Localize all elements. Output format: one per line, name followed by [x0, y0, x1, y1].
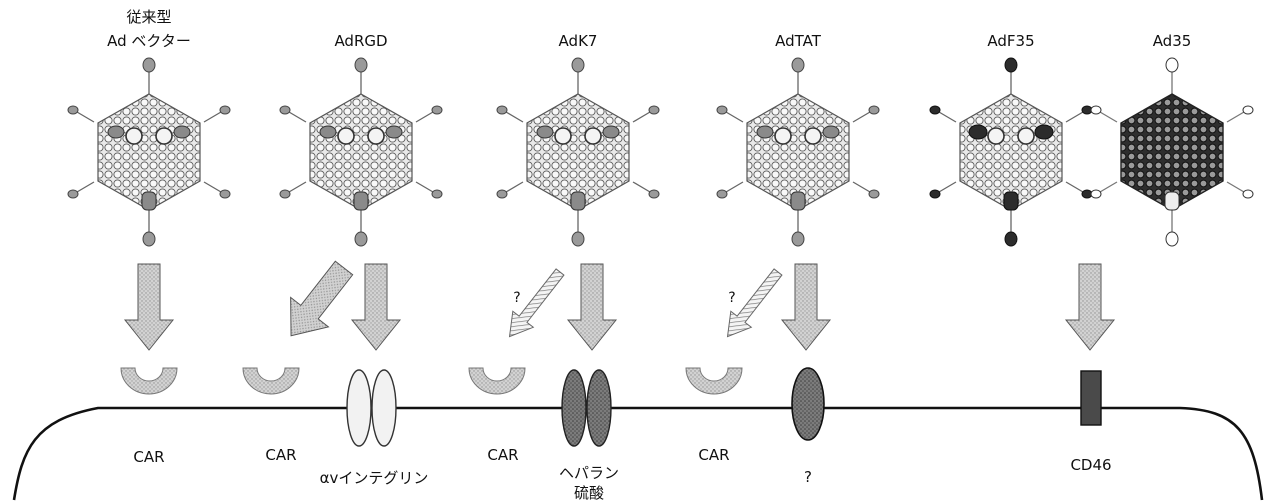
- cd46-receptor: [1081, 371, 1101, 425]
- label-car-4: CAR: [698, 446, 729, 464]
- virion-ad35: [1091, 58, 1253, 246]
- virion-adtat: [717, 58, 879, 246]
- label-car-2: CAR: [265, 446, 296, 464]
- vector-title-ad35: Ad35: [1153, 32, 1192, 50]
- vector-title-conventional-line1: 従来型: [126, 8, 171, 26]
- heparan-sulfate-receptor: [562, 370, 611, 446]
- label-car-1: CAR: [133, 448, 164, 466]
- label-heparan-line2: 硫酸: [574, 484, 604, 502]
- label-car-3: CAR: [487, 446, 518, 464]
- vector-title-adk7: AdK7: [559, 32, 598, 50]
- vector-title-adrgd: AdRGD: [334, 32, 387, 50]
- arrow-ad35-to-cd46: [1066, 264, 1114, 350]
- virion-adf35: [930, 58, 1092, 246]
- label-cd46: CD46: [1070, 456, 1111, 474]
- label-integrin: αvインテグリン: [320, 469, 429, 487]
- unknown-receptor: [792, 368, 824, 440]
- question-mark-adk7: ?: [513, 290, 520, 306]
- question-mark-adtat: ?: [728, 290, 735, 306]
- arrow-adk7-to-heparan: [568, 264, 616, 350]
- car-receptor-1: [121, 368, 177, 394]
- vector-title-adtat: AdTAT: [775, 32, 822, 50]
- arrow-adtat-to-unknown: [782, 264, 830, 350]
- car-receptor-3: [469, 368, 525, 394]
- arrow-conventional-to-car: [125, 264, 173, 350]
- arrow-adrgd-to-car-diagonal: [272, 253, 363, 350]
- label-heparan-line1: ヘパラン: [559, 464, 619, 482]
- arrow-adk7-to-car-weak: [499, 264, 570, 345]
- vector-title-adf35: AdF35: [987, 32, 1034, 50]
- arrow-adrgd-to-integrin: [352, 264, 400, 350]
- virion-adrgd: [280, 58, 442, 246]
- virion-conventional-ad: [68, 58, 230, 246]
- car-receptor-2: [243, 368, 299, 394]
- cell-membrane: [14, 408, 1262, 500]
- virion-adk7: [497, 58, 659, 246]
- vector-title-conventional-line2: Ad ベクター: [107, 32, 191, 50]
- label-unknown-receptor: ?: [804, 468, 812, 486]
- integrin-receptor: [347, 370, 396, 446]
- car-receptor-4: [686, 368, 742, 394]
